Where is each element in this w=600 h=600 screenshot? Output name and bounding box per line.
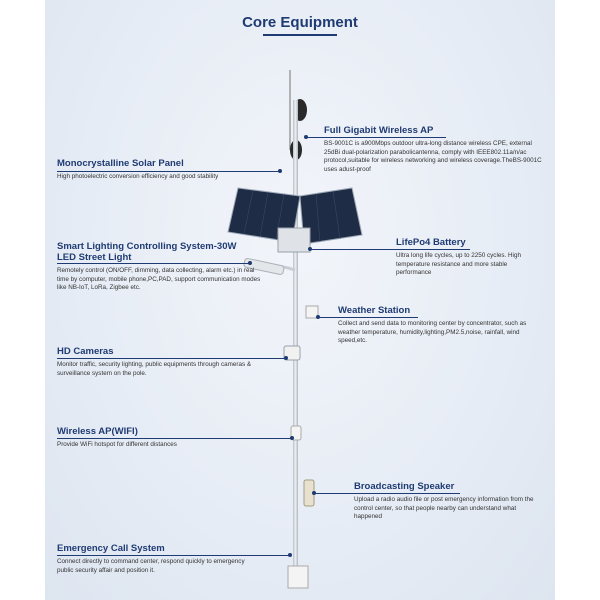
leader-dot [290, 436, 294, 440]
callout-body: Connect directly to command center, resp… [57, 558, 245, 574]
title-underline [263, 34, 337, 36]
leader-line-lighting [57, 263, 249, 264]
callout-body: Monitor traffic, security lighting, publ… [57, 361, 252, 377]
weather-sensor [305, 305, 319, 319]
callout-heading: Emergency Call System [57, 543, 165, 554]
callout-cameras: HD Cameras Monitor traffic, security lig… [57, 346, 277, 378]
leader-line-ap [306, 137, 446, 138]
callout-heading: Smart Lighting Controlling System-30W LE… [57, 241, 237, 263]
led-street-light [243, 257, 285, 275]
callout-heading: Wireless AP(WIFI) [57, 426, 138, 437]
leader-line-weather [318, 317, 418, 318]
leader-line-solar [57, 171, 279, 172]
callout-body: Provide WiFi hotspot for different dista… [57, 441, 177, 448]
callout-heading: LifePo4 Battery [396, 237, 466, 248]
callout-ap: Full Gigabit Wireless AP BS-9001C is a90… [324, 125, 549, 174]
callout-heading: Broadcasting Speaker [354, 481, 455, 492]
callout-battery: LifePo4 Battery Ultra long life cycles, … [396, 237, 536, 278]
callout-body: Upload a radio audio file or post emerge… [354, 496, 534, 521]
emergency-call-box [287, 565, 309, 589]
leader-dot [316, 315, 320, 319]
pole-shaft [293, 100, 298, 580]
callout-weather: Weather Station Collect and send data to… [338, 305, 548, 346]
leader-dot [308, 247, 312, 251]
leader-line-emergency [57, 555, 289, 556]
leader-dot [284, 356, 288, 360]
callout-body: BS-9001C is a900Mbps outdoor ultra-long … [324, 140, 542, 173]
callout-solar: Monocrystalline Solar Panel High photoel… [57, 158, 287, 182]
callout-wifi: Wireless AP(WIFI) Provide WiFi hotspot f… [57, 426, 277, 450]
callout-speaker: Broadcasting Speaker Upload a radio audi… [354, 481, 544, 522]
callout-heading: Monocrystalline Solar Panel [57, 158, 184, 169]
page-title: Core Equipment [242, 14, 358, 31]
leader-dot [312, 491, 316, 495]
leader-dot [248, 261, 252, 265]
camera-icon [283, 345, 301, 361]
leader-line-battery [310, 249, 470, 250]
callout-body: Collect and send data to monitoring cent… [338, 320, 527, 345]
leader-line-cameras [57, 358, 285, 359]
leader-dot [278, 169, 282, 173]
callout-heading: Weather Station [338, 305, 411, 316]
callout-heading: Full Gigabit Wireless AP [324, 125, 434, 136]
callout-body: Ultra long life cycles, up to 2250 cycle… [396, 252, 521, 277]
callout-emergency: Emergency Call System Connect directly t… [57, 543, 257, 575]
leader-line-speaker [314, 493, 460, 494]
leader-line-wifi [57, 438, 291, 439]
leader-dot [288, 553, 292, 557]
callout-heading: HD Cameras [57, 346, 114, 357]
callout-body: Remotely control (ON/OFF, dimming, data … [57, 267, 261, 292]
leader-dot [304, 135, 308, 139]
battery-box [277, 227, 311, 253]
callout-body: High photoelectric conversion efficiency… [57, 173, 219, 180]
callout-lighting: Smart Lighting Controlling System-30W LE… [57, 241, 267, 293]
